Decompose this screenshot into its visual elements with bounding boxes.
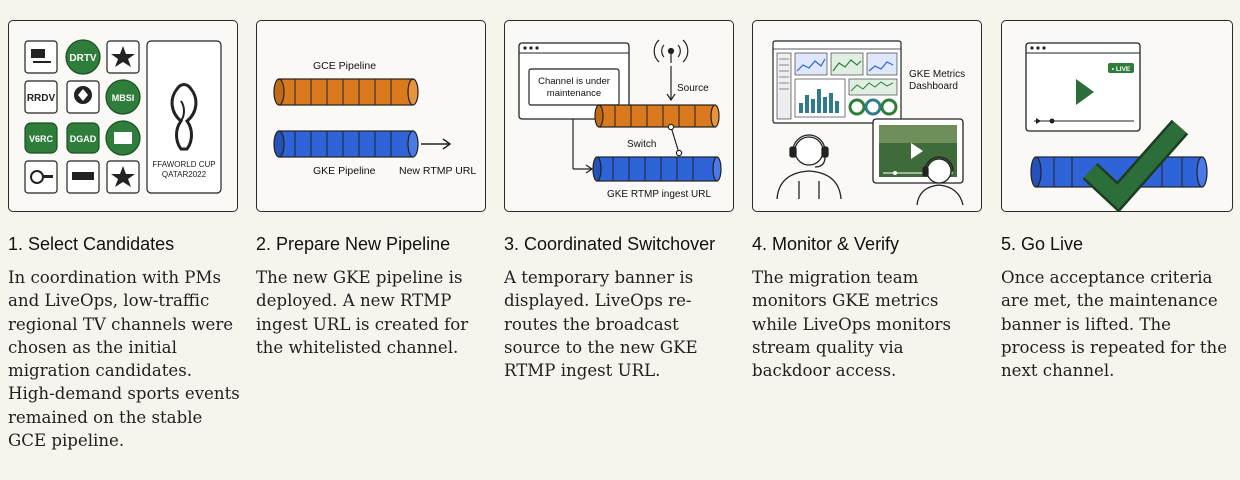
step-description: A temporary banner is displayed. LiveOps… xyxy=(504,268,698,381)
step-4-illustration: GKE Metrics Dashboard xyxy=(752,20,982,212)
svg-text:V6RC: V6RC xyxy=(29,134,54,144)
dashboard-label-line-2: Dashboard xyxy=(909,81,958,92)
ingest-url-label: GKE RTMP ingest URL xyxy=(607,189,712,200)
gce-pipeline-label: GCE Pipeline xyxy=(313,60,376,72)
maintenance-banner-window: Channel is under maintenance xyxy=(518,42,630,120)
arrow-down-icon xyxy=(666,66,676,102)
live-badge: • LIVE xyxy=(1112,66,1131,73)
gke-pipeline-pipe xyxy=(273,130,419,158)
channel-logo xyxy=(106,40,140,74)
gke-pipeline-pipe xyxy=(592,156,722,182)
dashboard-label-line-1: GKE Metrics xyxy=(909,69,965,80)
channel-logo: DRTV xyxy=(65,39,101,75)
gce-pipeline-pipe xyxy=(273,78,419,106)
step-title: 3. Coordinated Switchover xyxy=(504,234,716,254)
step-title: 4. Monitor & Verify xyxy=(752,234,900,254)
svg-text:RRDV: RRDV xyxy=(27,93,56,104)
channel-logo xyxy=(66,160,100,194)
checkmark-icon xyxy=(1082,119,1189,211)
stream-preview-monitor xyxy=(872,118,964,184)
channel-logo xyxy=(105,120,141,156)
video-player-window: • LIVE xyxy=(1025,42,1141,132)
svg-text:FFAWORLD CUP: FFAWORLD CUP xyxy=(152,160,215,169)
source-label: Source xyxy=(677,83,709,94)
step-title: 2. Prepare New Pipeline xyxy=(256,234,451,254)
channel-logo: RRDV xyxy=(24,80,58,114)
channel-logo xyxy=(24,160,58,194)
operator-headset-icon xyxy=(776,134,842,200)
new-rtmp-url-label: New RTMP URL xyxy=(399,165,476,177)
broadcast-antenna-icon xyxy=(653,39,689,63)
channel-logo xyxy=(24,40,58,74)
channel-logo: V6RC xyxy=(24,122,58,154)
world-cup-emblem: FFAWORLD CUP QATAR2022 xyxy=(146,40,222,194)
metrics-dashboard xyxy=(772,40,902,124)
step-description: In coordination with PMs and LiveOps, lo… xyxy=(8,268,240,451)
step-title: 5. Go Live xyxy=(1001,234,1084,254)
play-icon xyxy=(1076,79,1094,105)
switch-lever-icon xyxy=(667,123,683,157)
channel-logo xyxy=(106,160,140,194)
step-5-illustration: • LIVE xyxy=(1001,20,1233,212)
connector-arrow xyxy=(572,119,594,174)
svg-text:DGAD: DGAD xyxy=(70,134,97,144)
step-title: 1. Select Candidates xyxy=(8,234,175,254)
channel-logo: MBSI xyxy=(105,79,141,115)
svg-text:QATAR2022: QATAR2022 xyxy=(162,170,207,179)
step-description: Once acceptance criteria are met, the ma… xyxy=(1001,268,1228,381)
step-1-illustration: DRTV RRDV MBSI V6RC xyxy=(8,20,238,212)
step-3-illustration: Channel is under maintenance Source xyxy=(504,20,734,212)
switch-label: Switch xyxy=(627,139,656,150)
svg-text:DRTV: DRTV xyxy=(69,53,97,64)
step-description: The new GKE pipeline is deployed. A new … xyxy=(256,268,469,357)
svg-text:MBSI: MBSI xyxy=(112,93,135,103)
channel-logo-grid: DRTV RRDV MBSI V6RC xyxy=(24,39,222,194)
step-description: The migration team monitors GKE metrics … xyxy=(752,268,951,381)
gce-pipeline-pipe xyxy=(594,104,720,128)
gke-pipeline-label: GKE Pipeline xyxy=(313,165,376,177)
arrow-right-icon xyxy=(421,138,452,150)
channel-logo: DGAD xyxy=(66,122,100,154)
channel-logo xyxy=(66,80,100,114)
banner-text-line-2: maintenance xyxy=(547,88,601,99)
operator-headset-icon xyxy=(916,156,964,206)
banner-text-line-1: Channel is under xyxy=(538,76,610,87)
step-2-illustration: GCE Pipeline xyxy=(256,20,486,212)
